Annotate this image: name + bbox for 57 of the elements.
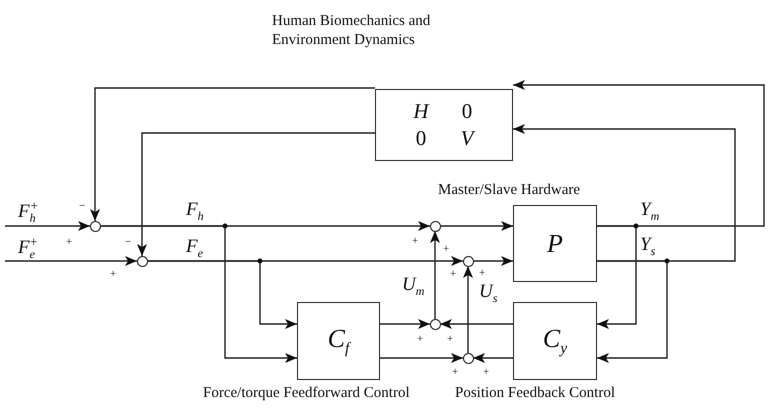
block-box — [513, 205, 597, 282]
signal-label: Y$_{m}$ — [640, 199, 660, 224]
sign-label: + — [479, 267, 486, 279]
arrow — [147, 260, 297, 329]
block-box — [297, 302, 380, 380]
block-caption: Force/torque Feedforward Control — [203, 384, 411, 403]
signal-label: F$_{e}$ — [186, 236, 203, 261]
sign-label: + — [452, 366, 458, 378]
arrow — [473, 256, 513, 266]
block-caption: Position Feedback Control — [455, 384, 616, 403]
arrow — [100, 225, 297, 363]
sign-label: + — [412, 235, 418, 247]
block-label: P — [547, 228, 563, 258]
summing-junction — [90, 220, 100, 232]
arrow — [90, 87, 375, 221]
signal-label: U$_{m}$ — [402, 274, 424, 299]
summing-junction — [462, 256, 474, 266]
block-caption: Human Biomechanics and Environment Dynamics — [272, 12, 432, 50]
matrix-entry: V — [460, 126, 474, 151]
summing-junction — [430, 220, 440, 232]
sign-label: + — [447, 333, 454, 345]
arrow — [473, 353, 513, 363]
matrix-entry: 0 — [462, 99, 472, 124]
sign-label: + — [450, 268, 456, 280]
sign-label: + — [66, 236, 72, 248]
signal-label: U$_{s}$ — [479, 281, 498, 306]
summing-junction — [136, 256, 148, 266]
block-label: C$_{f}$ — [328, 324, 350, 358]
block-box — [375, 89, 513, 161]
arrow — [430, 231, 440, 319]
arrow — [5, 256, 137, 266]
arrow — [380, 319, 430, 329]
matrix-entry: 0 — [416, 126, 426, 151]
arrow — [513, 124, 736, 262]
sign-label: + — [443, 243, 450, 255]
arrow — [137, 132, 375, 256]
sign-label: + — [483, 366, 490, 378]
matrix-entry: H — [413, 99, 429, 124]
sign-label: + — [110, 268, 116, 280]
sign-label: + — [417, 333, 424, 345]
signal-label: F$_{h}$ — [186, 199, 204, 224]
arrow — [597, 260, 668, 363]
summing-junction — [462, 352, 474, 364]
arrow — [440, 221, 513, 231]
block-caption: Master/Slave Hardware — [438, 181, 582, 200]
arrow — [463, 266, 473, 353]
signal-label: Y$_{s}$ — [640, 234, 656, 259]
sign-label: − — [125, 236, 132, 248]
sign-label: − — [79, 200, 86, 212]
summing-junction — [430, 318, 440, 330]
arrow — [513, 80, 765, 227]
arrow — [597, 225, 637, 329]
block-box — [513, 302, 597, 380]
arrow — [5, 221, 90, 231]
block-label: C$_{y}$ — [542, 324, 568, 358]
arrow — [440, 319, 513, 329]
arrow — [380, 353, 463, 363]
